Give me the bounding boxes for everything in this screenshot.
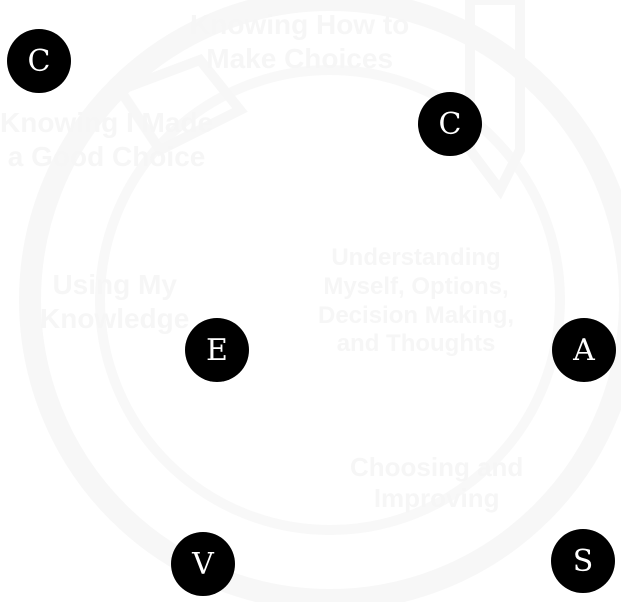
watermark-text-left: Knowing I Made a Good Choice [0, 107, 214, 172]
watermark-text-top: Knowing How to Make Choices [190, 9, 410, 74]
watermark-text-bottom: Choosing and Improving [350, 452, 524, 514]
node-c-top-right: C [418, 92, 482, 156]
watermark-ring-outer [19, 0, 621, 602]
node-e: E [185, 318, 249, 382]
node-v: V [171, 532, 235, 596]
watermark-text-mid-left: Using My Knowledge [40, 269, 190, 334]
watermark-shape-left [112, 54, 248, 157]
node-s: S [551, 529, 615, 593]
node-a: A [552, 318, 616, 382]
watermark-text-center: Understanding Myself, Options, Decision … [318, 244, 515, 358]
watermark-ring-inner [95, 65, 565, 535]
node-c-top-left: C [7, 29, 71, 93]
